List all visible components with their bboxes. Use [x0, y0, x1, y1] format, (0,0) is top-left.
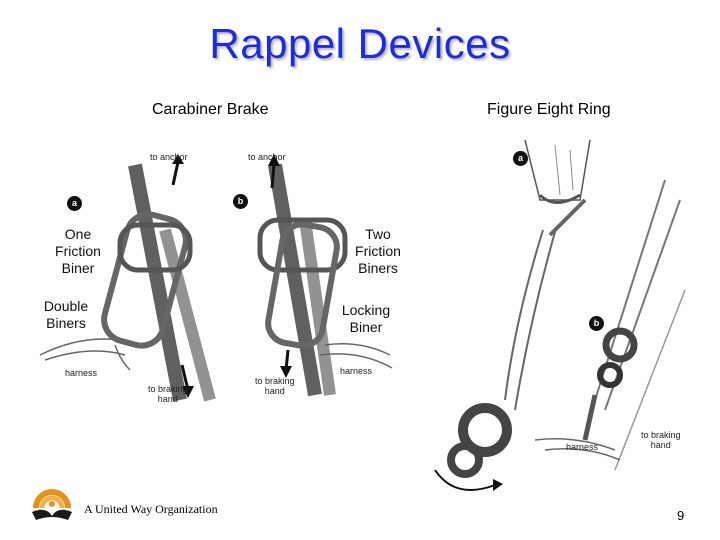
marker-a-left: a	[67, 196, 82, 211]
marker-b-right: b	[589, 316, 604, 331]
figure-eight-heading: Figure Eight Ring	[487, 101, 611, 118]
page-number: 9	[677, 508, 685, 523]
footer-organization: A United Way Organization	[84, 502, 218, 516]
to-braking-hand-label-b: to braking hand	[255, 376, 295, 396]
harness-label-a: harness	[65, 368, 98, 378]
one-friction-biner-label: One Friction Biner	[55, 226, 101, 276]
marker-a-right: a	[513, 151, 528, 166]
marker-b-left: b	[233, 194, 248, 209]
harness-label-right: harness	[566, 442, 599, 452]
two-friction-biners-label: Two Friction Biners	[355, 226, 401, 276]
to-anchor-label-a: to anchor	[150, 152, 188, 162]
slide-title: Rappel Devices	[209, 20, 511, 67]
carabiner-brake-heading: Carabiner Brake	[152, 101, 269, 118]
to-anchor-label-b: to anchor	[248, 152, 286, 162]
figure-eight-illustration	[434, 139, 686, 491]
locking-biner-label: Locking Biner	[341, 302, 391, 335]
to-braking-hand-label-right: to braking hand	[641, 430, 681, 450]
united-way-logo	[32, 489, 72, 520]
carabiner-brake-illustration	[39, 154, 393, 402]
to-braking-hand-label-a: to braking hand	[148, 384, 188, 404]
double-biners-label: Double Biners	[43, 298, 89, 331]
harness-label-b: harness	[340, 366, 373, 376]
